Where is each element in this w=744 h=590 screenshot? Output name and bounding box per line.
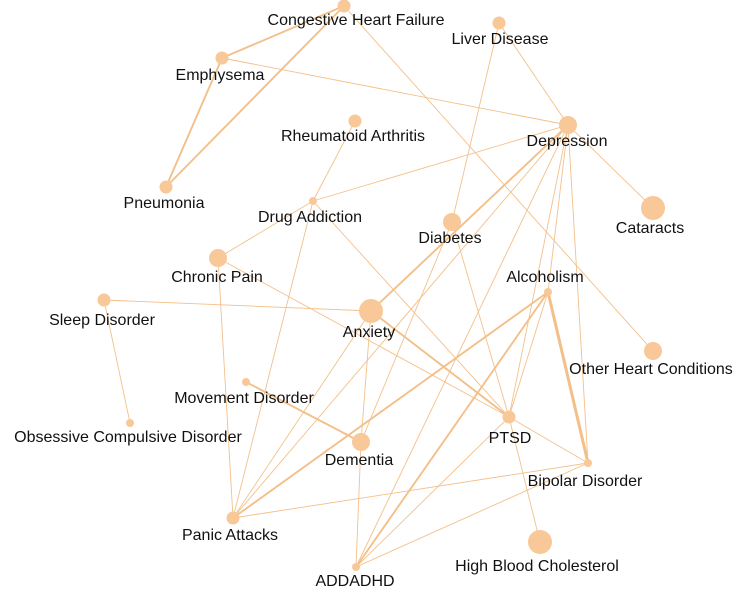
edge-alcoholism-bipolar [546,290,590,465]
edge-anxiety-ptsd [370,310,510,418]
edge-ptsd-hbc [508,416,541,543]
edge-layer [103,5,654,568]
edge-anxiety-panic [232,310,372,519]
edge-alcoholism-adhd [355,291,549,568]
edge-chronic-ptsd [217,257,510,418]
node-label-diabetes: Diabetes [418,230,481,247]
node-label-other-heart-conditions: Other Heart Conditions [569,361,733,378]
edge-drug-depression [312,124,569,202]
node-label-addadhd: ADDADHD [315,573,394,590]
node-high-blood-cholesterol [528,530,552,554]
edge-depression-bipolar [567,124,589,464]
edge-chf-emphysema [221,5,345,59]
edge-drug-chronic [217,200,314,259]
node-movement-disorder [242,378,250,386]
edge-bipolar-adhd [355,462,589,568]
edge-depression-alcoholism [547,124,569,293]
edge-sleep-anxiety [103,299,372,312]
edge-emphysema-depression [221,57,569,126]
node-label-chronic-pain: Chronic Pain [171,269,263,286]
node-chronic-pain [209,249,227,267]
edge-ra-drug [312,120,356,202]
edge-depression-panic [232,124,569,519]
edge-sleep-ocd [103,299,131,424]
edge-chronic-panic [217,257,234,519]
node-label-ptsd: PTSD [489,430,532,447]
edge-diabetes-dementia [360,221,453,443]
node-label-rheumatoid-arthritis: Rheumatoid Arthritis [281,128,425,145]
node-anxiety [359,299,383,323]
node-drug-addiction [309,197,317,205]
node-label-congestive-heart-failure: Congestive Heart Failure [268,12,445,29]
edge-bipolar-panic [232,462,589,519]
node-addadhd [352,563,360,571]
edge-drug-panic [232,200,314,519]
edge-depression-ptsd [508,124,569,418]
node-sleep-disorder [97,293,111,307]
edge-dementia-adhd [355,441,362,568]
edge-depression-cataracts [567,124,654,209]
node-liver-disease [492,16,506,30]
node-label-pneumonia: Pneumonia [124,195,205,212]
edge-chf-pneumonia [165,5,345,188]
node-depression [559,116,577,134]
node-label-obsessive-compulsive-disorder: Obsessive Compulsive Disorder [14,429,242,446]
node-congestive-heart-failure [337,0,351,13]
node-other-heart-conditions [644,342,662,360]
node-panic-attacks [226,511,240,525]
edge-chf-ohc [343,5,654,352]
edge-alcoholism-ptsd [508,291,549,418]
node-cataracts [641,196,665,220]
node-diabetes [443,213,461,231]
node-label-bipolar-disorder: Bipolar Disorder [528,473,643,490]
node-layer [97,0,665,571]
node-dementia [352,433,370,451]
node-label-anxiety: Anxiety [343,324,395,341]
edge-liver-diabetes [451,22,500,223]
node-rheumatoid-arthritis [348,114,362,128]
edge-ptsd-adhd [355,416,510,568]
edge-movement-dementia [245,381,362,443]
node-label-emphysema: Emphysema [176,67,265,84]
edge-alcoholism-panic [232,291,549,519]
node-label-panic-attacks: Panic Attacks [182,527,278,544]
node-label-alcoholism: Alcoholism [506,269,583,286]
edge-liver-depression [498,22,569,126]
node-bipolar-disorder [584,459,592,467]
node-label-dementia: Dementia [325,452,394,469]
node-emphysema [215,51,229,65]
node-ptsd [502,410,516,424]
node-label-drug-addiction: Drug Addiction [258,209,362,226]
node-label-cataracts: Cataracts [616,220,684,237]
edge-ptsd-bipolar [508,416,589,464]
edge-anxiety-dementia [360,310,372,443]
node-alcoholism [544,288,552,296]
edge-diabetes-ptsd [451,221,510,418]
node-obsessive-compulsive-disorder [126,419,134,427]
node-label-sleep-disorder: Sleep Disorder [49,312,156,329]
node-pneumonia [159,180,173,194]
edge-depression-anxiety [370,124,569,312]
node-label-liver-disease: Liver Disease [452,31,549,48]
node-label-movement-disorder: Movement Disorder [174,390,314,407]
node-label-depression: Depression [527,133,608,150]
node-label-high-blood-cholesterol: High Blood Cholesterol [455,558,619,575]
edge-emphysema-pneumonia [165,57,223,188]
